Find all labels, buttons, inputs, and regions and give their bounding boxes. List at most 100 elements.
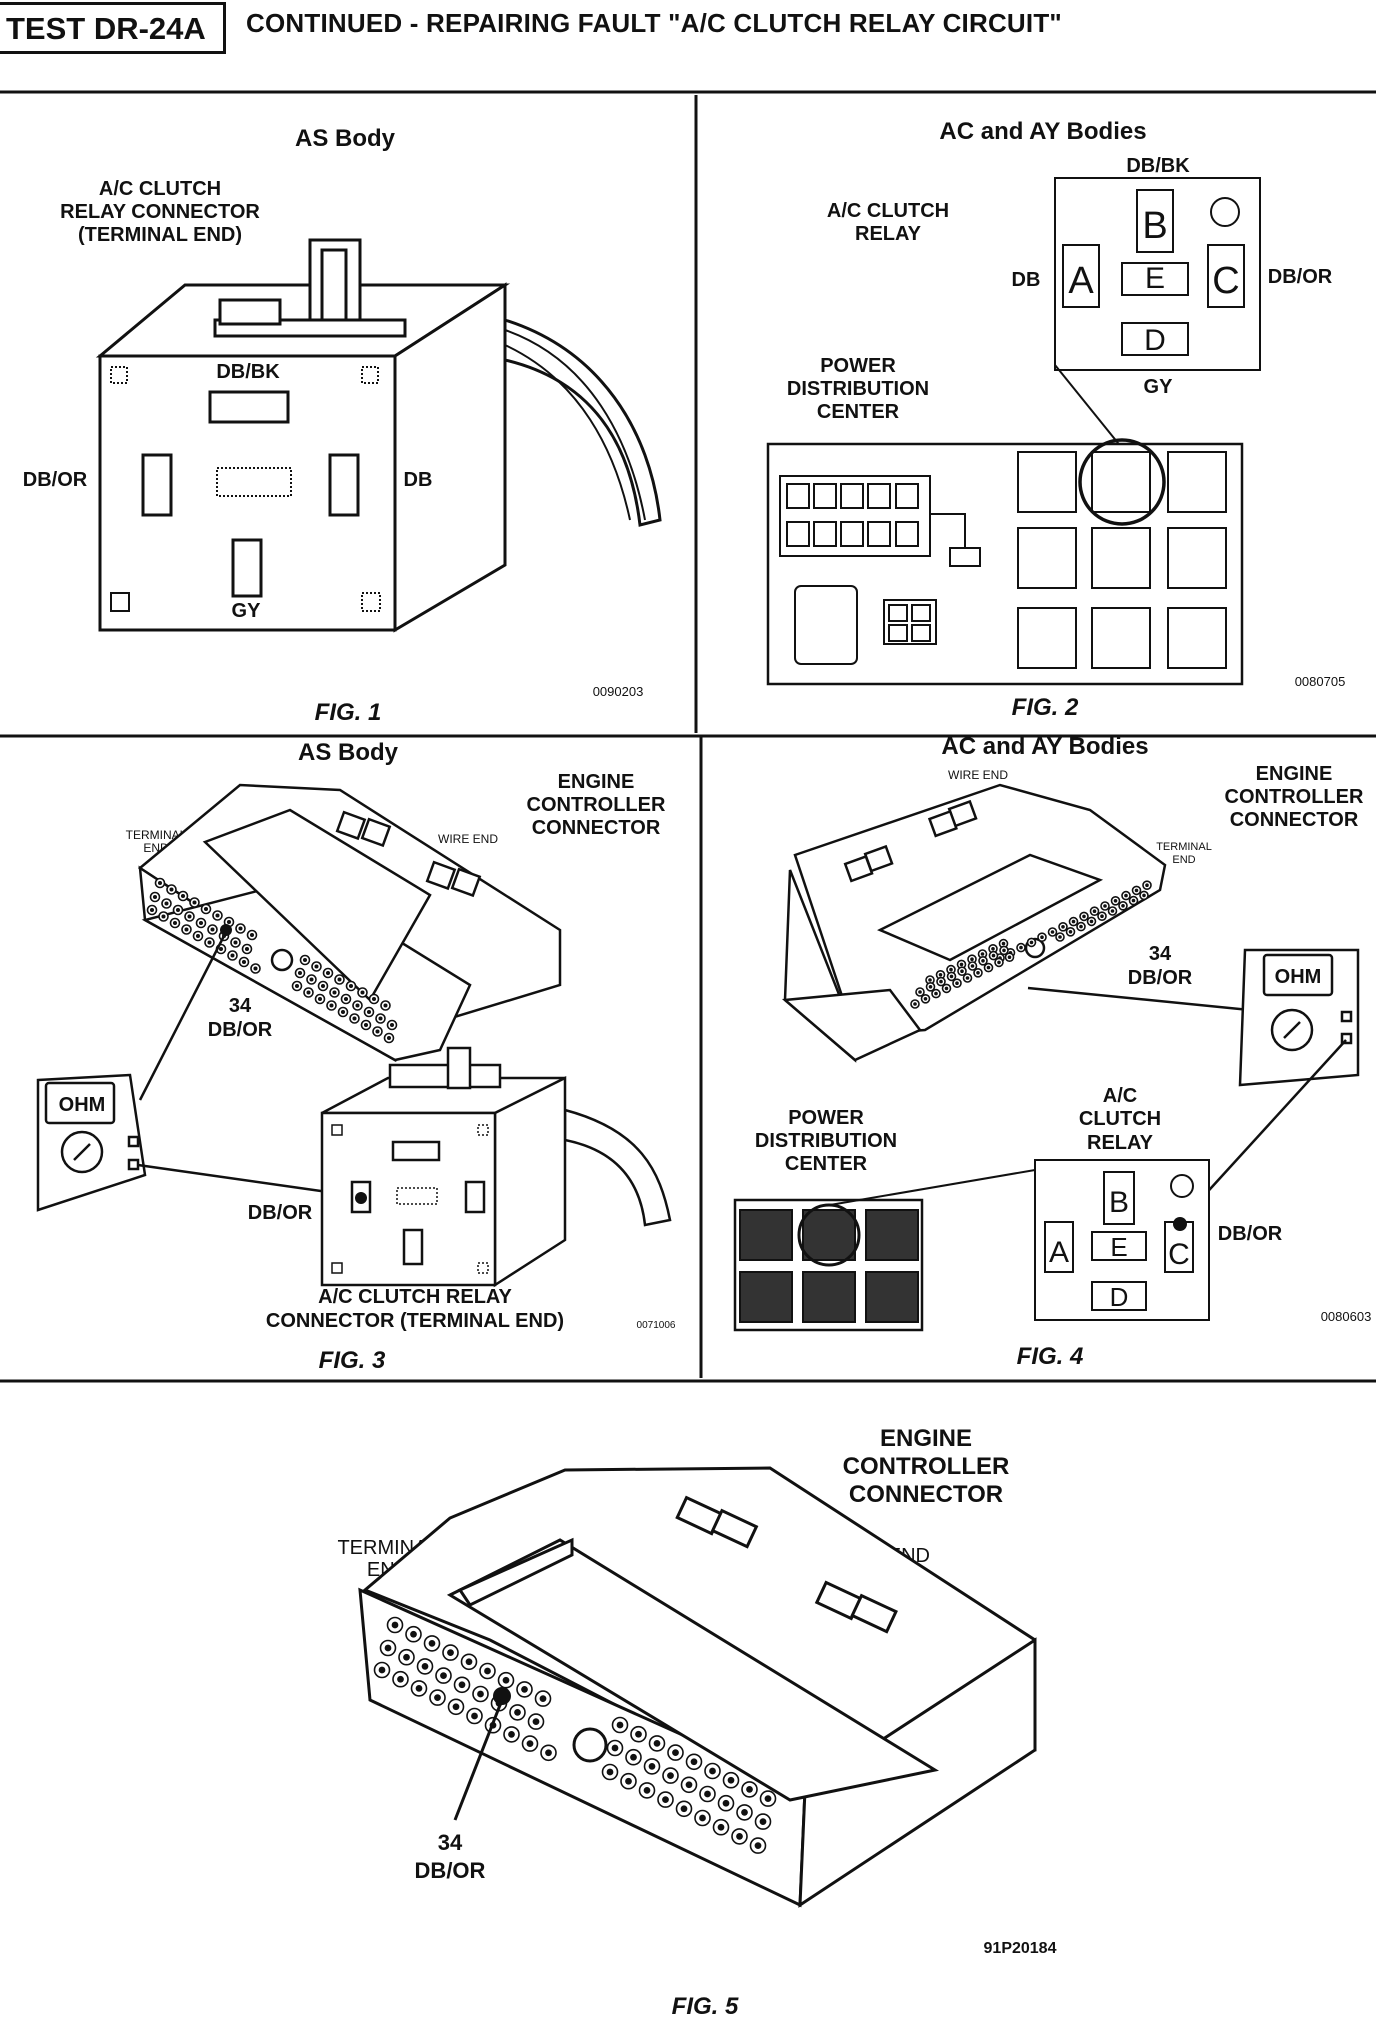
connector-pin-center bbox=[207, 940, 212, 945]
fig3-pin-34-marker bbox=[220, 924, 232, 936]
fig1-label-line3: (TERMINAL END) bbox=[78, 224, 242, 246]
fig2-letter-b: B bbox=[1142, 205, 1167, 247]
fig3-pin-number: 34 bbox=[229, 995, 252, 1017]
connector-pin-center bbox=[606, 1768, 614, 1776]
fig3-terminal-end-line1: TERMINAL bbox=[126, 828, 187, 842]
connector-pin-center bbox=[471, 1712, 478, 1720]
fig2-relay-line2: RELAY bbox=[855, 223, 922, 245]
fig5-panel: ENGINE CONTROLLER CONNECTOR TERMINAL END… bbox=[337, 1425, 1056, 2020]
connector-pin-center bbox=[484, 1667, 491, 1675]
connector-pin-center bbox=[164, 901, 169, 906]
connector-pin-center bbox=[187, 914, 192, 919]
fig3-relay-label-line1: A/C CLUTCH RELAY bbox=[318, 1286, 512, 1308]
connector-pin-center bbox=[662, 1796, 669, 1803]
connector-pin-center bbox=[754, 1842, 762, 1849]
connector-pin-center bbox=[320, 983, 326, 989]
fig1-heading: AS Body bbox=[295, 125, 396, 152]
connector-pin-center bbox=[970, 964, 975, 968]
connector-pin-center bbox=[934, 991, 938, 996]
connector-pin-center bbox=[939, 979, 943, 984]
connector-pin-center bbox=[465, 1658, 473, 1666]
connector-pin-center bbox=[440, 1672, 447, 1679]
connector-pin-center bbox=[355, 1003, 360, 1008]
connector-pin-center bbox=[1100, 914, 1104, 918]
connector-pin-center bbox=[175, 907, 181, 913]
connector-pin-center bbox=[643, 1787, 651, 1794]
connector-pin-center bbox=[215, 913, 220, 918]
connector-pin-center bbox=[944, 986, 949, 991]
fig2-relay-socket bbox=[1054, 177, 1261, 371]
connector-pin-center bbox=[383, 1003, 388, 1008]
fig1-label-line1: A/C CLUTCH bbox=[99, 178, 221, 200]
connector-pin-center bbox=[1068, 930, 1073, 934]
connector-pin-center bbox=[965, 976, 970, 980]
connector-pin-center bbox=[452, 1703, 460, 1711]
connector-pin-center bbox=[938, 973, 943, 977]
fig5-pin-array bbox=[373, 1616, 777, 1854]
connector-pin-center bbox=[991, 947, 995, 951]
connector-pin-center bbox=[960, 969, 964, 973]
connector-pin-center bbox=[667, 1772, 674, 1779]
connector-pin-center bbox=[325, 970, 331, 976]
connector-pin-center bbox=[348, 983, 354, 989]
fig1-part-number: 0090203 bbox=[593, 684, 644, 699]
fig2-panel: AC and AY Bodies DB/BK A/C CLUTCH RELAY … bbox=[766, 118, 1345, 721]
connector-pin-center bbox=[192, 900, 197, 905]
fig4-ohm-display: OHM bbox=[1275, 966, 1322, 988]
connector-pin-center bbox=[477, 1690, 484, 1698]
connector-pin-center bbox=[360, 990, 365, 995]
fig4-pin-number: 34 bbox=[1149, 943, 1172, 965]
connector-pin-center bbox=[949, 967, 953, 972]
connector-pin-center bbox=[218, 946, 224, 952]
connector-pin-center bbox=[180, 893, 186, 899]
connector-pin-center bbox=[337, 977, 342, 982]
connector-pin-center bbox=[514, 1709, 521, 1716]
connector-pin-center bbox=[226, 919, 232, 925]
fig4-letter-e: E bbox=[1110, 1232, 1127, 1262]
connector-pin-center bbox=[386, 1035, 392, 1041]
fig2-letter-a: A bbox=[1068, 260, 1094, 302]
connector-pin-center bbox=[991, 953, 996, 958]
fig2-pin-left: DB bbox=[1012, 269, 1041, 291]
connector-pin-center bbox=[397, 1675, 404, 1683]
panel-grid bbox=[0, 90, 1376, 1383]
connector-pin-center bbox=[630, 1753, 637, 1761]
fig5-part-number: 91P20184 bbox=[984, 1940, 1057, 1957]
connector-pin-center bbox=[1019, 945, 1023, 950]
connector-pin-center bbox=[918, 990, 922, 994]
connector-pin-center bbox=[1082, 914, 1086, 919]
connector-pin-center bbox=[415, 1685, 423, 1692]
connector-pin-center bbox=[169, 887, 174, 892]
connector-pin-center bbox=[391, 1621, 399, 1629]
fig2-heading: AC and AY Bodies bbox=[939, 118, 1146, 145]
fig3-relay-pin-color: DB/OR bbox=[248, 1202, 313, 1224]
fig3-relay-pin-marker bbox=[355, 1192, 367, 1204]
fig4-letter-c: C bbox=[1168, 1238, 1190, 1271]
connector-pin-center bbox=[1110, 909, 1115, 913]
fig1-caption: FIG. 1 bbox=[315, 699, 382, 726]
connector-pin-center bbox=[955, 981, 959, 985]
connector-pin-center bbox=[923, 997, 928, 1001]
connector-pin-center bbox=[653, 1740, 661, 1747]
connector-pin-center bbox=[1142, 893, 1146, 898]
connector-pin-center bbox=[434, 1694, 441, 1701]
connector-pin-center bbox=[1071, 919, 1076, 924]
fig4-relay-line2: CLUTCH bbox=[1079, 1108, 1161, 1130]
fig3-ohm-display: OHM bbox=[59, 1094, 106, 1116]
connector-pin-center bbox=[1079, 924, 1083, 929]
connector-pin-center bbox=[352, 1016, 357, 1021]
connector-pin-center bbox=[458, 1681, 466, 1689]
connector-pin-center bbox=[1092, 909, 1097, 913]
connector-pin-center bbox=[648, 1763, 656, 1770]
fig5-caption: FIG. 5 bbox=[672, 1993, 739, 2020]
connector-pin-center bbox=[314, 964, 319, 969]
fig4-relay-line3: RELAY bbox=[1087, 1132, 1154, 1154]
fig4-relay-line1: A/C bbox=[1103, 1085, 1137, 1107]
fig4-pin-color: DB/OR bbox=[1128, 967, 1193, 989]
fig1-relay-connector bbox=[95, 238, 662, 633]
fig3-ecc-line1: ENGINE bbox=[558, 771, 635, 793]
fig4-ecc-line2: CONTROLLER bbox=[1225, 786, 1364, 808]
page-title: CONTINUED - REPAIRING FAULT "A/C CLUTCH … bbox=[246, 8, 1062, 38]
fig2-letter-c: C bbox=[1212, 260, 1239, 302]
connector-pin-center bbox=[1050, 930, 1055, 934]
